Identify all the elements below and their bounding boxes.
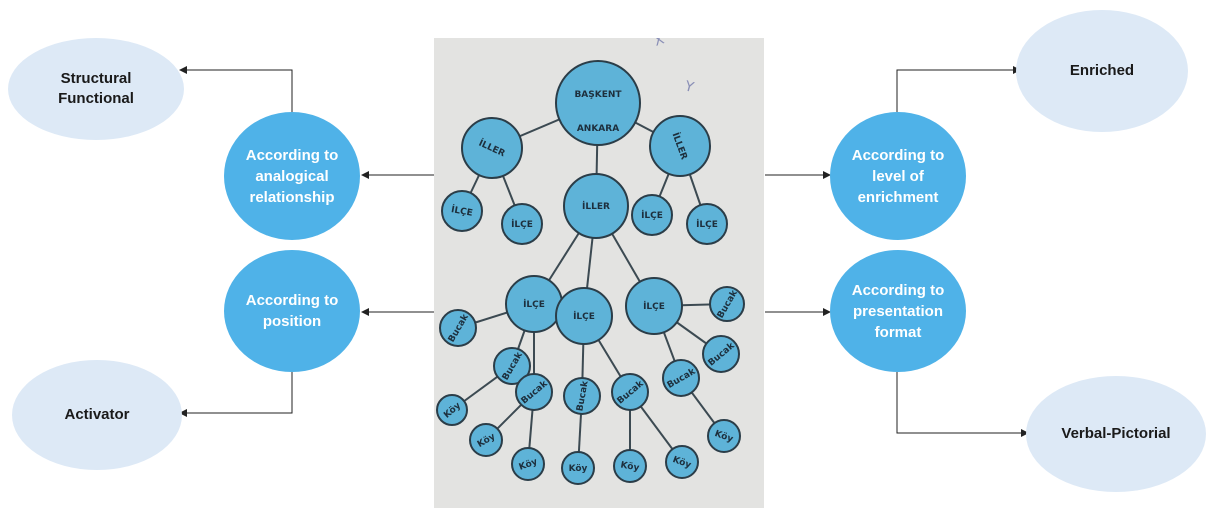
map-node-circle [555,287,613,345]
map-node-circle [469,423,503,457]
circle-position: According to position [224,250,360,372]
arrow-enrichment-to-enriched [896,66,1021,112]
map-node-label: İLÇE [696,219,718,230]
map-node-circle [515,373,553,411]
map-node-bucak-2: Bucak [493,347,531,385]
map-node-circle [563,173,629,239]
circle-level-of-enrichment: According to level of enrichment [830,112,966,240]
map-node-ilce-b: İLÇE [501,203,543,245]
map-node-sublabel: ANKARA [577,124,619,134]
map-node-bucak-3: Bucak [515,373,553,411]
map-node-ilce-mid-center: İLÇE [555,287,613,345]
map-node-circle [501,203,543,245]
map-node-bucak-4: Bucak [563,377,601,415]
map-node-label: Köy [620,460,640,473]
circle-presentation-format: According to presentation format [830,250,966,372]
map-node-iller-center: İLLER [563,173,629,239]
arrow-analogical-to-structural [179,66,293,112]
map-node-circle [707,419,741,453]
map-node-circle [665,445,699,479]
map-node-label: İLLER [582,201,610,212]
map-node-label: İLÇE [641,210,663,221]
map-node-bucak-6: Bucak [662,359,700,397]
map-node-circle [436,394,468,426]
map-node-ilce-d: İLÇE [686,203,728,245]
map-node-circle [511,447,545,481]
map-node-root: BAŞKENT ANKARA [555,60,641,146]
handwritten-mark: Y [682,78,696,96]
arrow-position-to-activator [179,372,293,417]
map-node-koy-2: Köy [469,423,503,457]
arrow-presentation-to-verbal [896,372,1029,437]
map-node-iller-left: İLLER [461,117,523,179]
map-node-ilce-mid-left: İLÇE [505,275,563,333]
map-node-label: İLÇE [523,299,545,310]
map-node-bucak-8: Bucak [709,286,745,322]
map-node-label: İLÇE [643,301,665,312]
map-node-label: BAŞKENT [574,90,622,100]
map-node-circle [649,115,711,177]
map-node-circle [563,377,601,415]
oval-verbal-pictorial: Verbal-Pictorial [1026,376,1206,492]
map-node-circle [702,335,740,373]
oval-structural-functional: Structural Functional [8,38,184,140]
map-node-bucak-7: Bucak [702,335,740,373]
map-node-iller-right: İLLER [649,115,711,177]
map-node-circle [493,347,531,385]
map-node-label: İLÇE [450,204,473,219]
map-node-circle [631,194,673,236]
map-node-circle [686,203,728,245]
concept-map-photo: BAŞKENT ANKARA İLLER İLLER İLLER İLÇE İLÇE İLÇE… [434,38,764,508]
map-node-label: Köy [569,464,588,474]
map-node-koy-5: Köy [613,449,647,483]
map-node-circle [439,309,477,347]
map-node-ilce-mid-right: İLÇE [625,277,683,335]
map-node-koy-4: Köy [561,451,595,485]
map-node-circle [611,373,649,411]
map-node-circle [709,286,745,322]
oval-activator: Activator [12,360,182,470]
map-node-bucak-5: Bucak [611,373,649,411]
map-node-circle [461,117,523,179]
map-node-koy-7: Köy [707,419,741,453]
map-node-circle [561,451,595,485]
map-node-circle [441,190,483,232]
map-node-ilce-a: İLÇE [441,190,483,232]
oval-enriched: Enriched [1016,10,1188,132]
concept-map-drawing: BAŞKENT ANKARA İLLER İLLER İLLER İLÇE İLÇE İLÇE… [434,38,764,508]
map-node-label: İLÇE [573,311,595,322]
map-node-circle [555,60,641,146]
map-node-circle [613,449,647,483]
map-node-circle [625,277,683,335]
map-node-circle [662,359,700,397]
map-node-ilce-c: İLÇE [631,194,673,236]
map-node-koy-3: Köy [511,447,545,481]
map-node-koy-1: Köy [436,394,468,426]
handwritten-mark: X [652,38,667,50]
map-node-koy-6: Köy [665,445,699,479]
map-node-label: İLÇE [511,219,533,230]
map-node-bucak-1: Bucak [439,309,477,347]
circle-analogical-relationship: According to analogical relationship [224,112,360,240]
